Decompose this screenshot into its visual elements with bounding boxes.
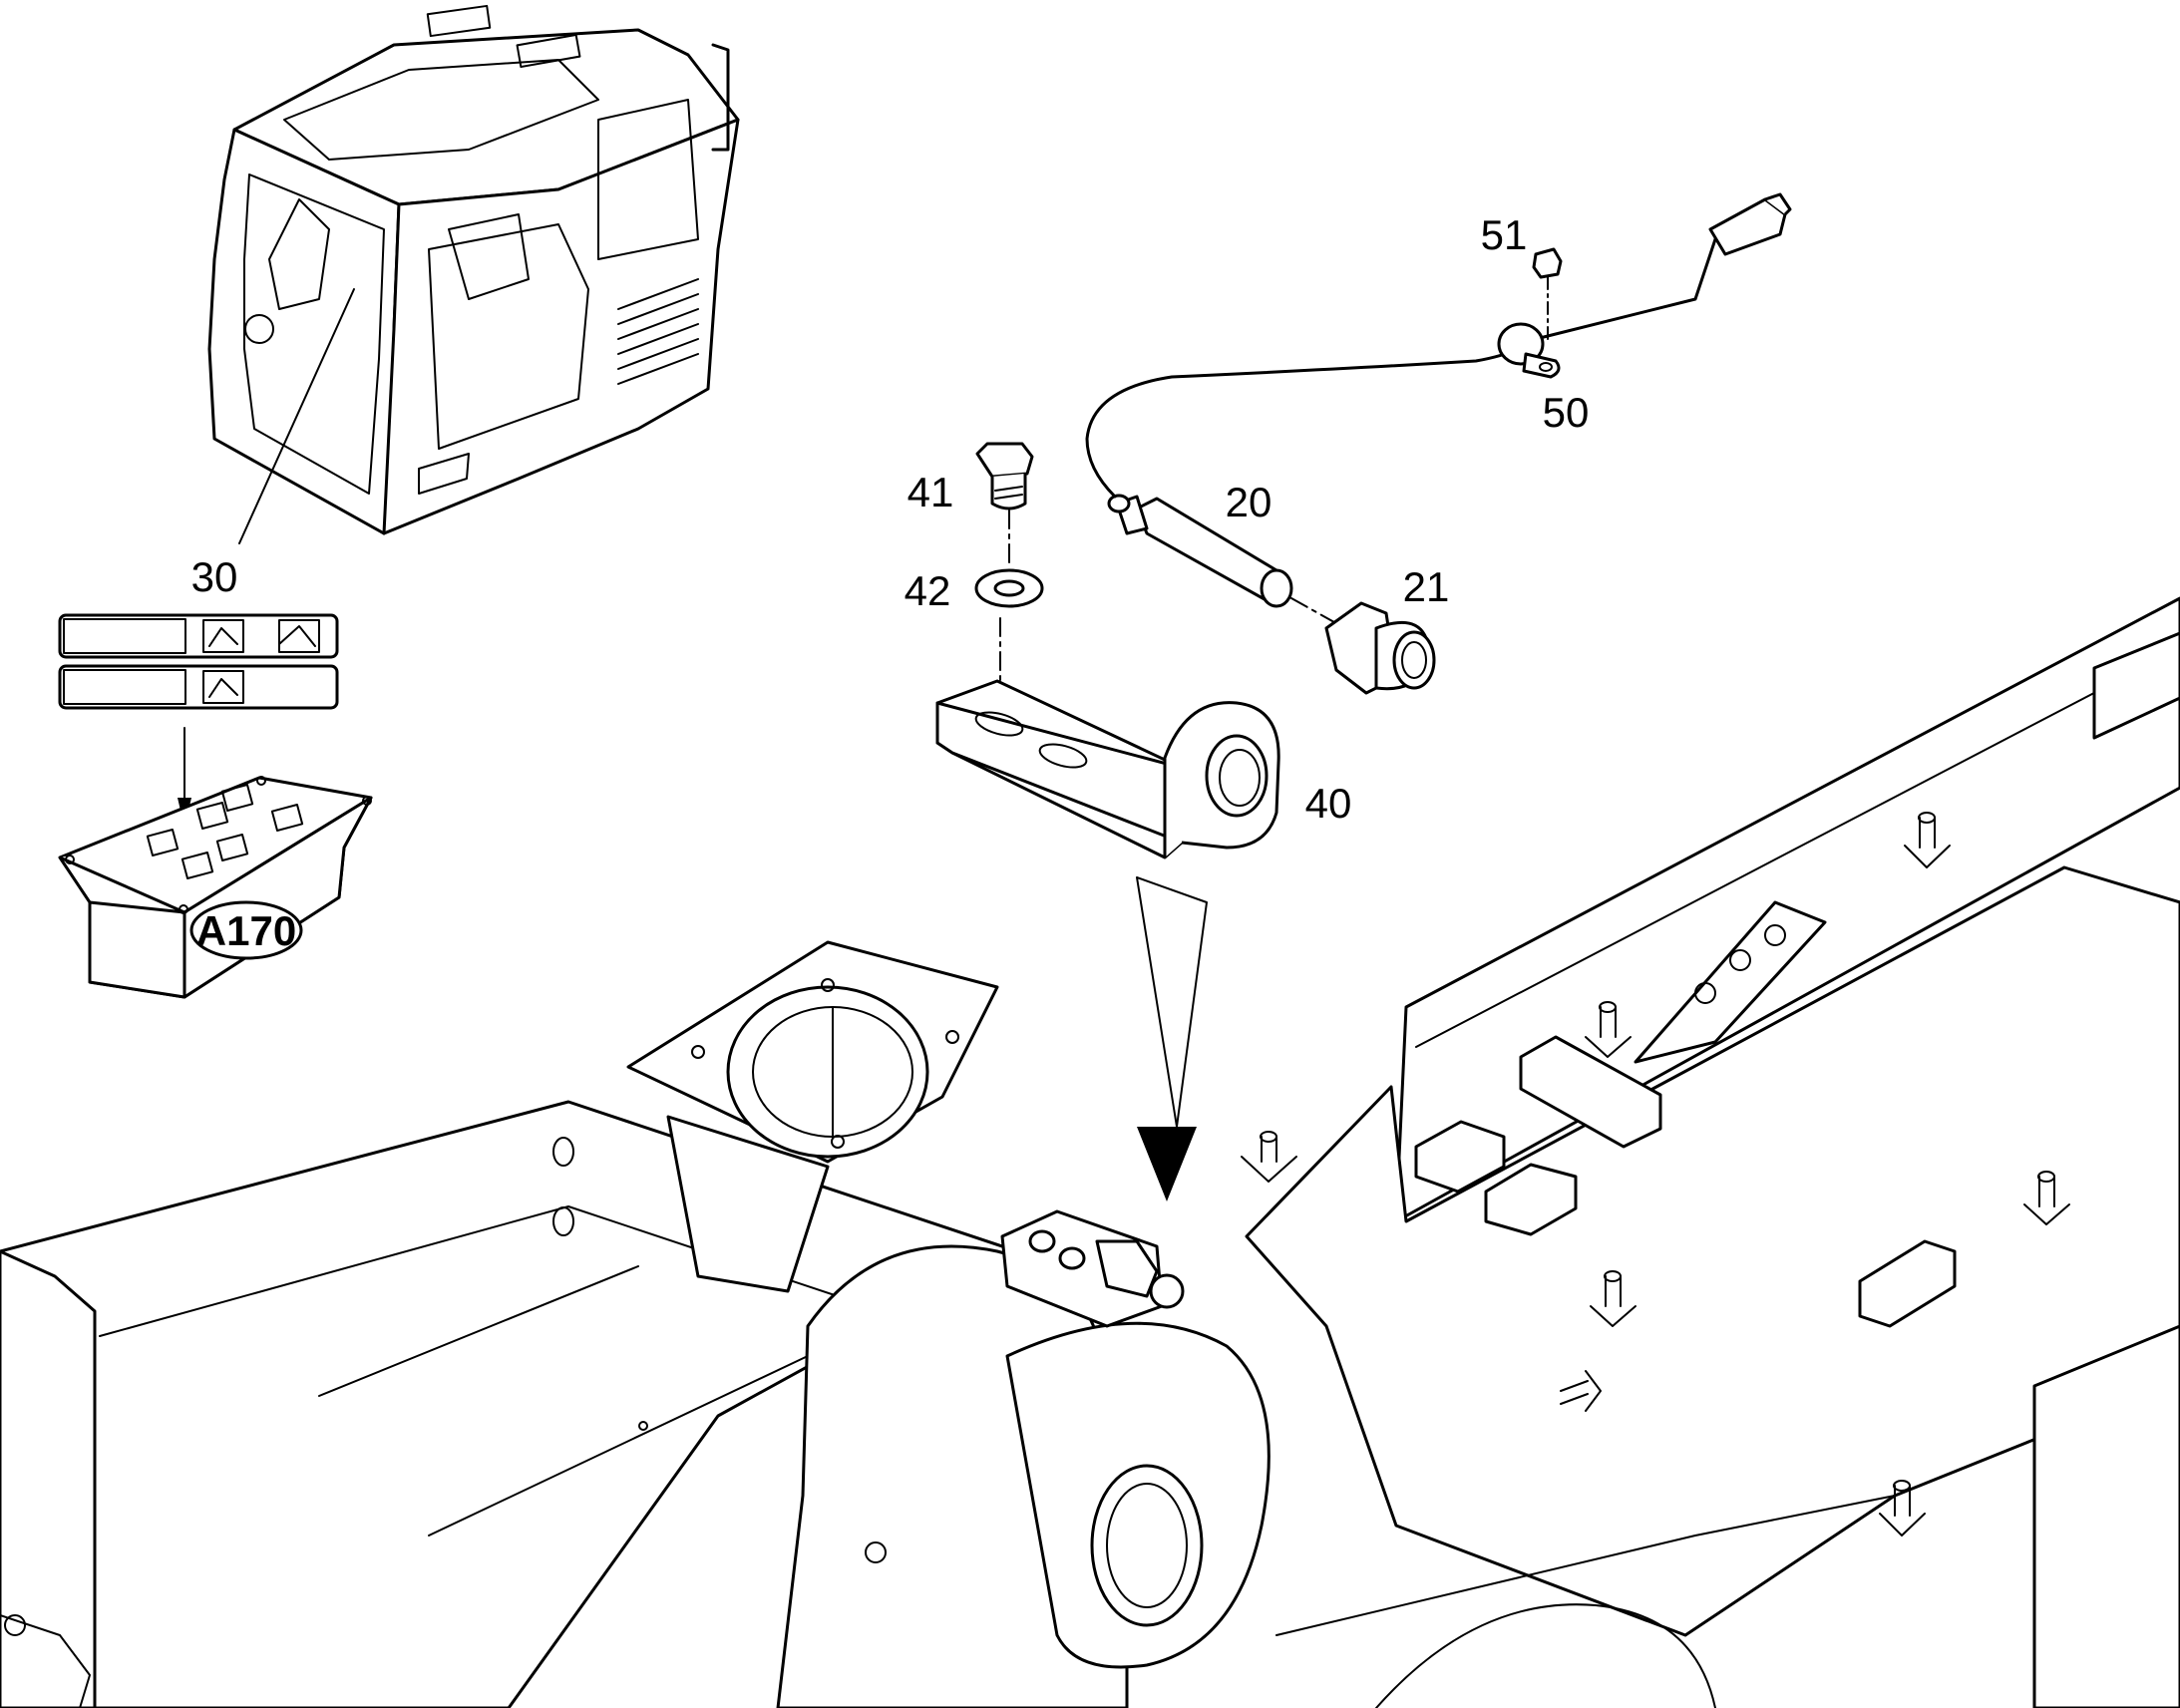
bracket-40 [935, 679, 1280, 859]
switch-panel-a170: A170 [58, 613, 373, 999]
callout-42: 42 [905, 567, 951, 614]
clamp-50 [1497, 322, 1561, 379]
bolt-41 [975, 442, 1034, 511]
screw-51 [1532, 247, 1563, 340]
connector-plug [1708, 192, 1792, 256]
callout-30: 30 [191, 553, 238, 600]
callout-40: 40 [1305, 780, 1352, 827]
callout-20: 20 [1226, 479, 1272, 525]
callout-21: 21 [1403, 563, 1450, 610]
operator-cab [207, 4, 740, 544]
callout-50: 50 [1543, 389, 1590, 436]
machine-frame [0, 596, 2180, 1708]
proximity-sensor-20 [1107, 494, 1293, 608]
callout-51: 51 [1481, 211, 1528, 258]
callout-41: 41 [908, 469, 954, 515]
nut-21 [1324, 601, 1436, 695]
module-label-a170: A170 [196, 907, 296, 954]
washer-42 [974, 568, 1044, 608]
sensor-cable [1085, 237, 1717, 499]
